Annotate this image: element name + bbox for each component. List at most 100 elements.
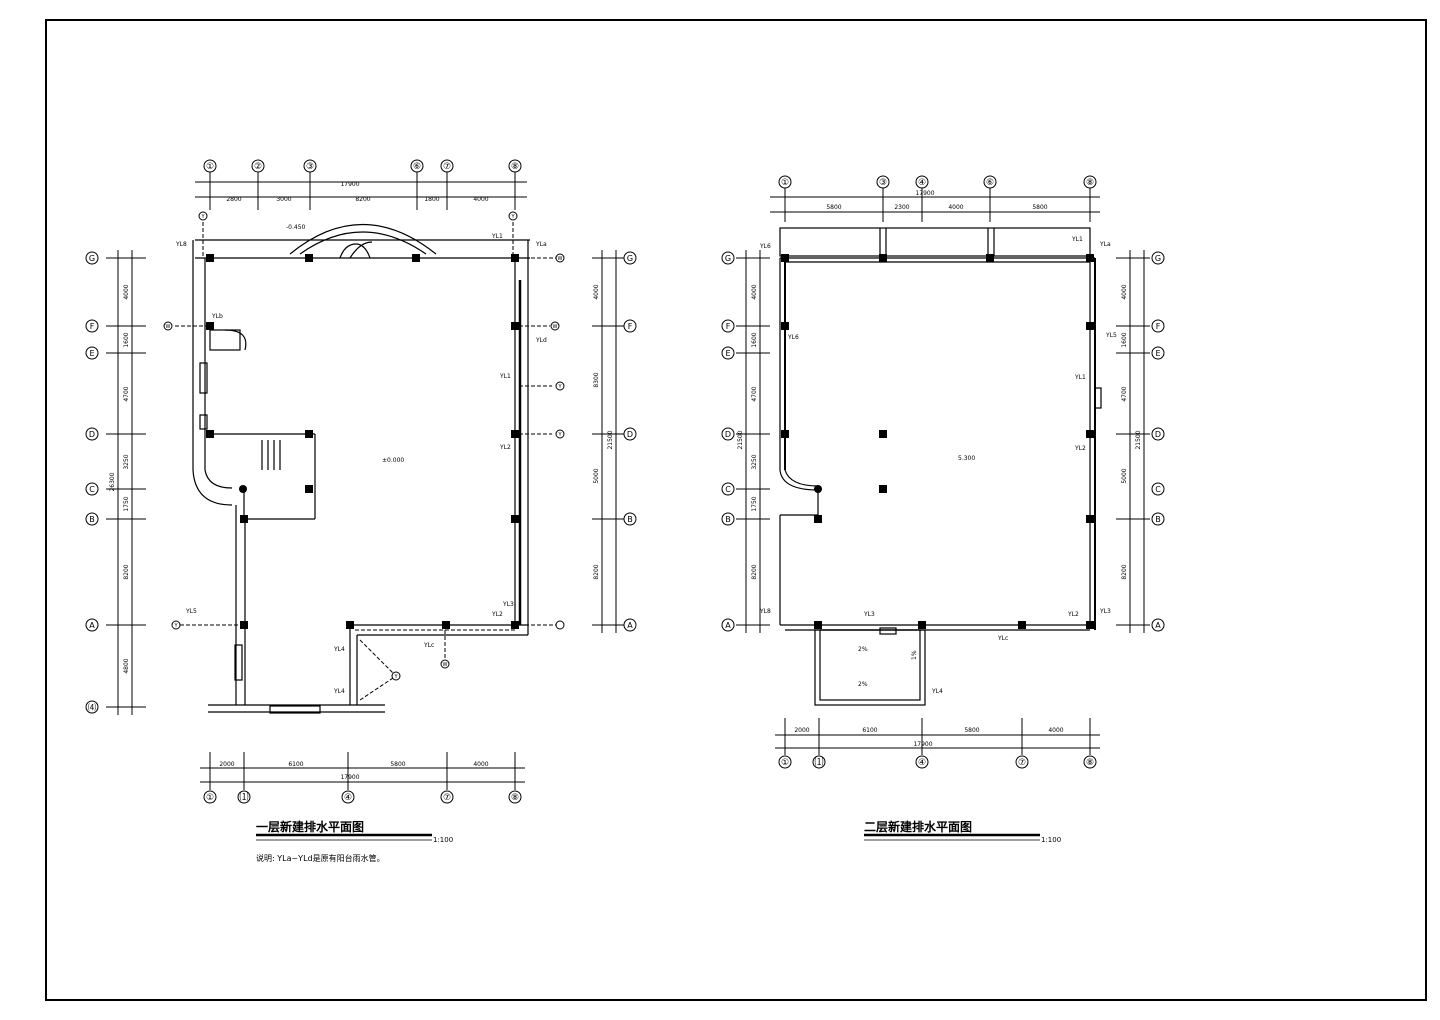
plan2-top-dim-0: 5800	[826, 204, 841, 211]
plan1-right-dim-3: 8200	[593, 564, 600, 579]
plan1-axis-bottom-3: ⑦	[443, 793, 451, 803]
plan2-axis-right-5: B	[1155, 515, 1161, 524]
plan1-symbol-w-1: W	[166, 324, 171, 330]
plan1-axis-right-1: F	[628, 322, 633, 331]
plan1-symbol-y-1: Y	[510, 214, 515, 220]
plan2-bottom-dim-0: 2000	[794, 727, 809, 734]
plan1-left-dim-0: 4000	[123, 284, 130, 299]
plan2-slope-1: 2%	[858, 681, 868, 688]
plan2-scale: 1:100	[1041, 836, 1061, 844]
plan1-axis-top-4: ⑦	[443, 162, 451, 172]
plan2-pipe-label-7: YL8	[759, 608, 771, 615]
plan1-left-dim-1: 1600	[123, 332, 130, 347]
plan2-axis-right-0: G	[1155, 254, 1161, 263]
plan1-right-total: 21500	[607, 430, 614, 449]
plan1-axis-bottom-0: ①	[206, 793, 214, 803]
plan2-pipe-label-0: YL6	[759, 243, 771, 250]
plan1-pipe-label-4: YLd	[535, 337, 547, 344]
plan2-pipe-label-11: YL4	[931, 688, 943, 695]
plan2-left-dim-2: 4700	[751, 386, 758, 401]
plan1-top-dim-1: 3000	[276, 196, 291, 203]
plan2-pipe-label-2: YLa	[1099, 241, 1111, 248]
plan2-axis-right-3: D	[1155, 430, 1161, 439]
plan1-axis-top-5: ⑧	[511, 162, 519, 172]
plan2-bottom-total: 17900	[913, 741, 932, 748]
plan2-bottom-dim-3: 4000	[1048, 727, 1063, 734]
plan1-axis-right-2: D	[627, 430, 633, 439]
plan1-pipe-label-10: YL4	[333, 646, 345, 653]
plan1-axis-right-4: A	[627, 621, 633, 630]
plan1-top-dimension-chain	[195, 172, 527, 210]
plan2-left-dim-5: 8200	[751, 564, 758, 579]
plan2-right-dim-4: 8200	[1121, 564, 1128, 579]
plan1-symbol-w-0: W	[558, 256, 563, 262]
plan2-right-dim-1: 1600	[1121, 332, 1128, 347]
plan2-top-dim-2: 4000	[948, 204, 963, 211]
plan2-pipe-label-3: YL6	[787, 334, 799, 341]
plan2-pipe-label-5: YL1	[1074, 374, 1086, 381]
plan1-axis-bottom-1: ⑴	[239, 791, 248, 803]
plan1-pipe-label-0: YL8	[175, 241, 187, 248]
plan1-axis-top-2: ③	[306, 162, 314, 172]
plan2-columns	[781, 254, 1094, 629]
plan2-right-dim-2: 4700	[1121, 386, 1128, 401]
plan2-left-total: 21500	[737, 430, 744, 449]
plan1-left-dim-3: 3250	[123, 454, 130, 469]
plan2-left-dim-3: 3250	[751, 454, 758, 469]
plan1-pipe-label-2: YLa	[535, 241, 547, 248]
plan1-left-dim-4: 1750	[123, 496, 130, 511]
plan1-axis-top-3: ⑥	[413, 162, 421, 172]
plan2-right-dimension-chain	[1116, 250, 1150, 633]
plan2-axis-top-2: ④	[918, 178, 926, 188]
plan2-axis-left-6: A	[725, 621, 731, 630]
plan1-axis-top-0: ①	[206, 162, 214, 172]
sheet-frame	[45, 19, 1427, 1001]
plan2-top-dim-3: 5800	[1032, 204, 1047, 211]
plan1-pipe-label-1: YL1	[491, 233, 503, 240]
plan2-pipe-label-10: YL3	[1099, 608, 1111, 615]
plan1-axis-right-3: B	[627, 515, 633, 524]
plan1-axis-right-0: G	[627, 254, 633, 263]
plan1-left-dim-2: 4700	[123, 386, 130, 401]
plan2-top-dimension-chain	[770, 188, 1100, 222]
plan1-axis-left-1: F	[90, 322, 95, 331]
plan1-left-dim-6: 4800	[123, 658, 130, 673]
plan1-symbol-w-2: W	[553, 324, 558, 330]
plan1-symbol-y-0: Y	[200, 214, 205, 220]
plan1-top-dim-0: 2800	[226, 196, 241, 203]
plan1-right-dim-2: 5000	[593, 468, 600, 483]
plan1-top-dim-4: 4000	[473, 196, 488, 203]
plan2-axis-left-5: B	[725, 515, 731, 524]
plan2-bottom-dim-2: 5800	[964, 727, 979, 734]
plan1-bottom-dim-0: 2000	[219, 761, 234, 768]
plan2-left-dim-0: 4000	[751, 284, 758, 299]
plan1-top-axis-bubbles	[203, 159, 522, 173]
plan2-elevation-floor: 5.300	[958, 455, 975, 462]
first-floor-drainage-plan: ① ② ③ ⑥ ⑦ ⑧ 17900 2800 3000 8200 1800 40…	[85, 159, 637, 863]
plan1-pipe-label-7: YL3	[502, 601, 514, 608]
plan1-axis-left-4: C	[89, 485, 95, 494]
plan2-right-dim-3: 5000	[1121, 468, 1128, 483]
plan1-right-dim-0: 4000	[593, 284, 600, 299]
plan1-axis-top-1: ②	[254, 162, 262, 172]
plan1-top-dim-2: 8200	[355, 196, 370, 203]
plan1-pipe-label-12: YLc	[423, 642, 434, 649]
plan1-bottom-dim-2: 5800	[390, 761, 405, 768]
plan2-right-total: 21500	[1135, 430, 1142, 449]
plan2-left-dim-4: 1750	[751, 496, 758, 511]
plan1-pipe-label-9: YL5	[185, 608, 197, 615]
plan1-scale: 1:100	[433, 836, 453, 844]
plan2-pipe-label-1: YL1	[1071, 236, 1083, 243]
plan1-axis-left-3: D	[89, 430, 95, 439]
plan2-top-dim-1: 2300	[894, 204, 909, 211]
plan1-axis-left-6: A	[89, 621, 95, 630]
plan1-symbol-y-2: Y	[557, 384, 562, 390]
plan2-slope-2: 1%	[911, 650, 918, 660]
plan1-pipe-label-5: YL1	[499, 373, 511, 380]
plan1-pipe-label-8: YL2	[491, 611, 503, 618]
plan1-bottom-total: 17900	[340, 774, 359, 781]
plan1-pipe-label-6: YL2	[499, 444, 511, 451]
plan2-axis-top-4: ⑧	[1086, 178, 1094, 188]
plan1-left-dim-5: 8200	[123, 564, 130, 579]
